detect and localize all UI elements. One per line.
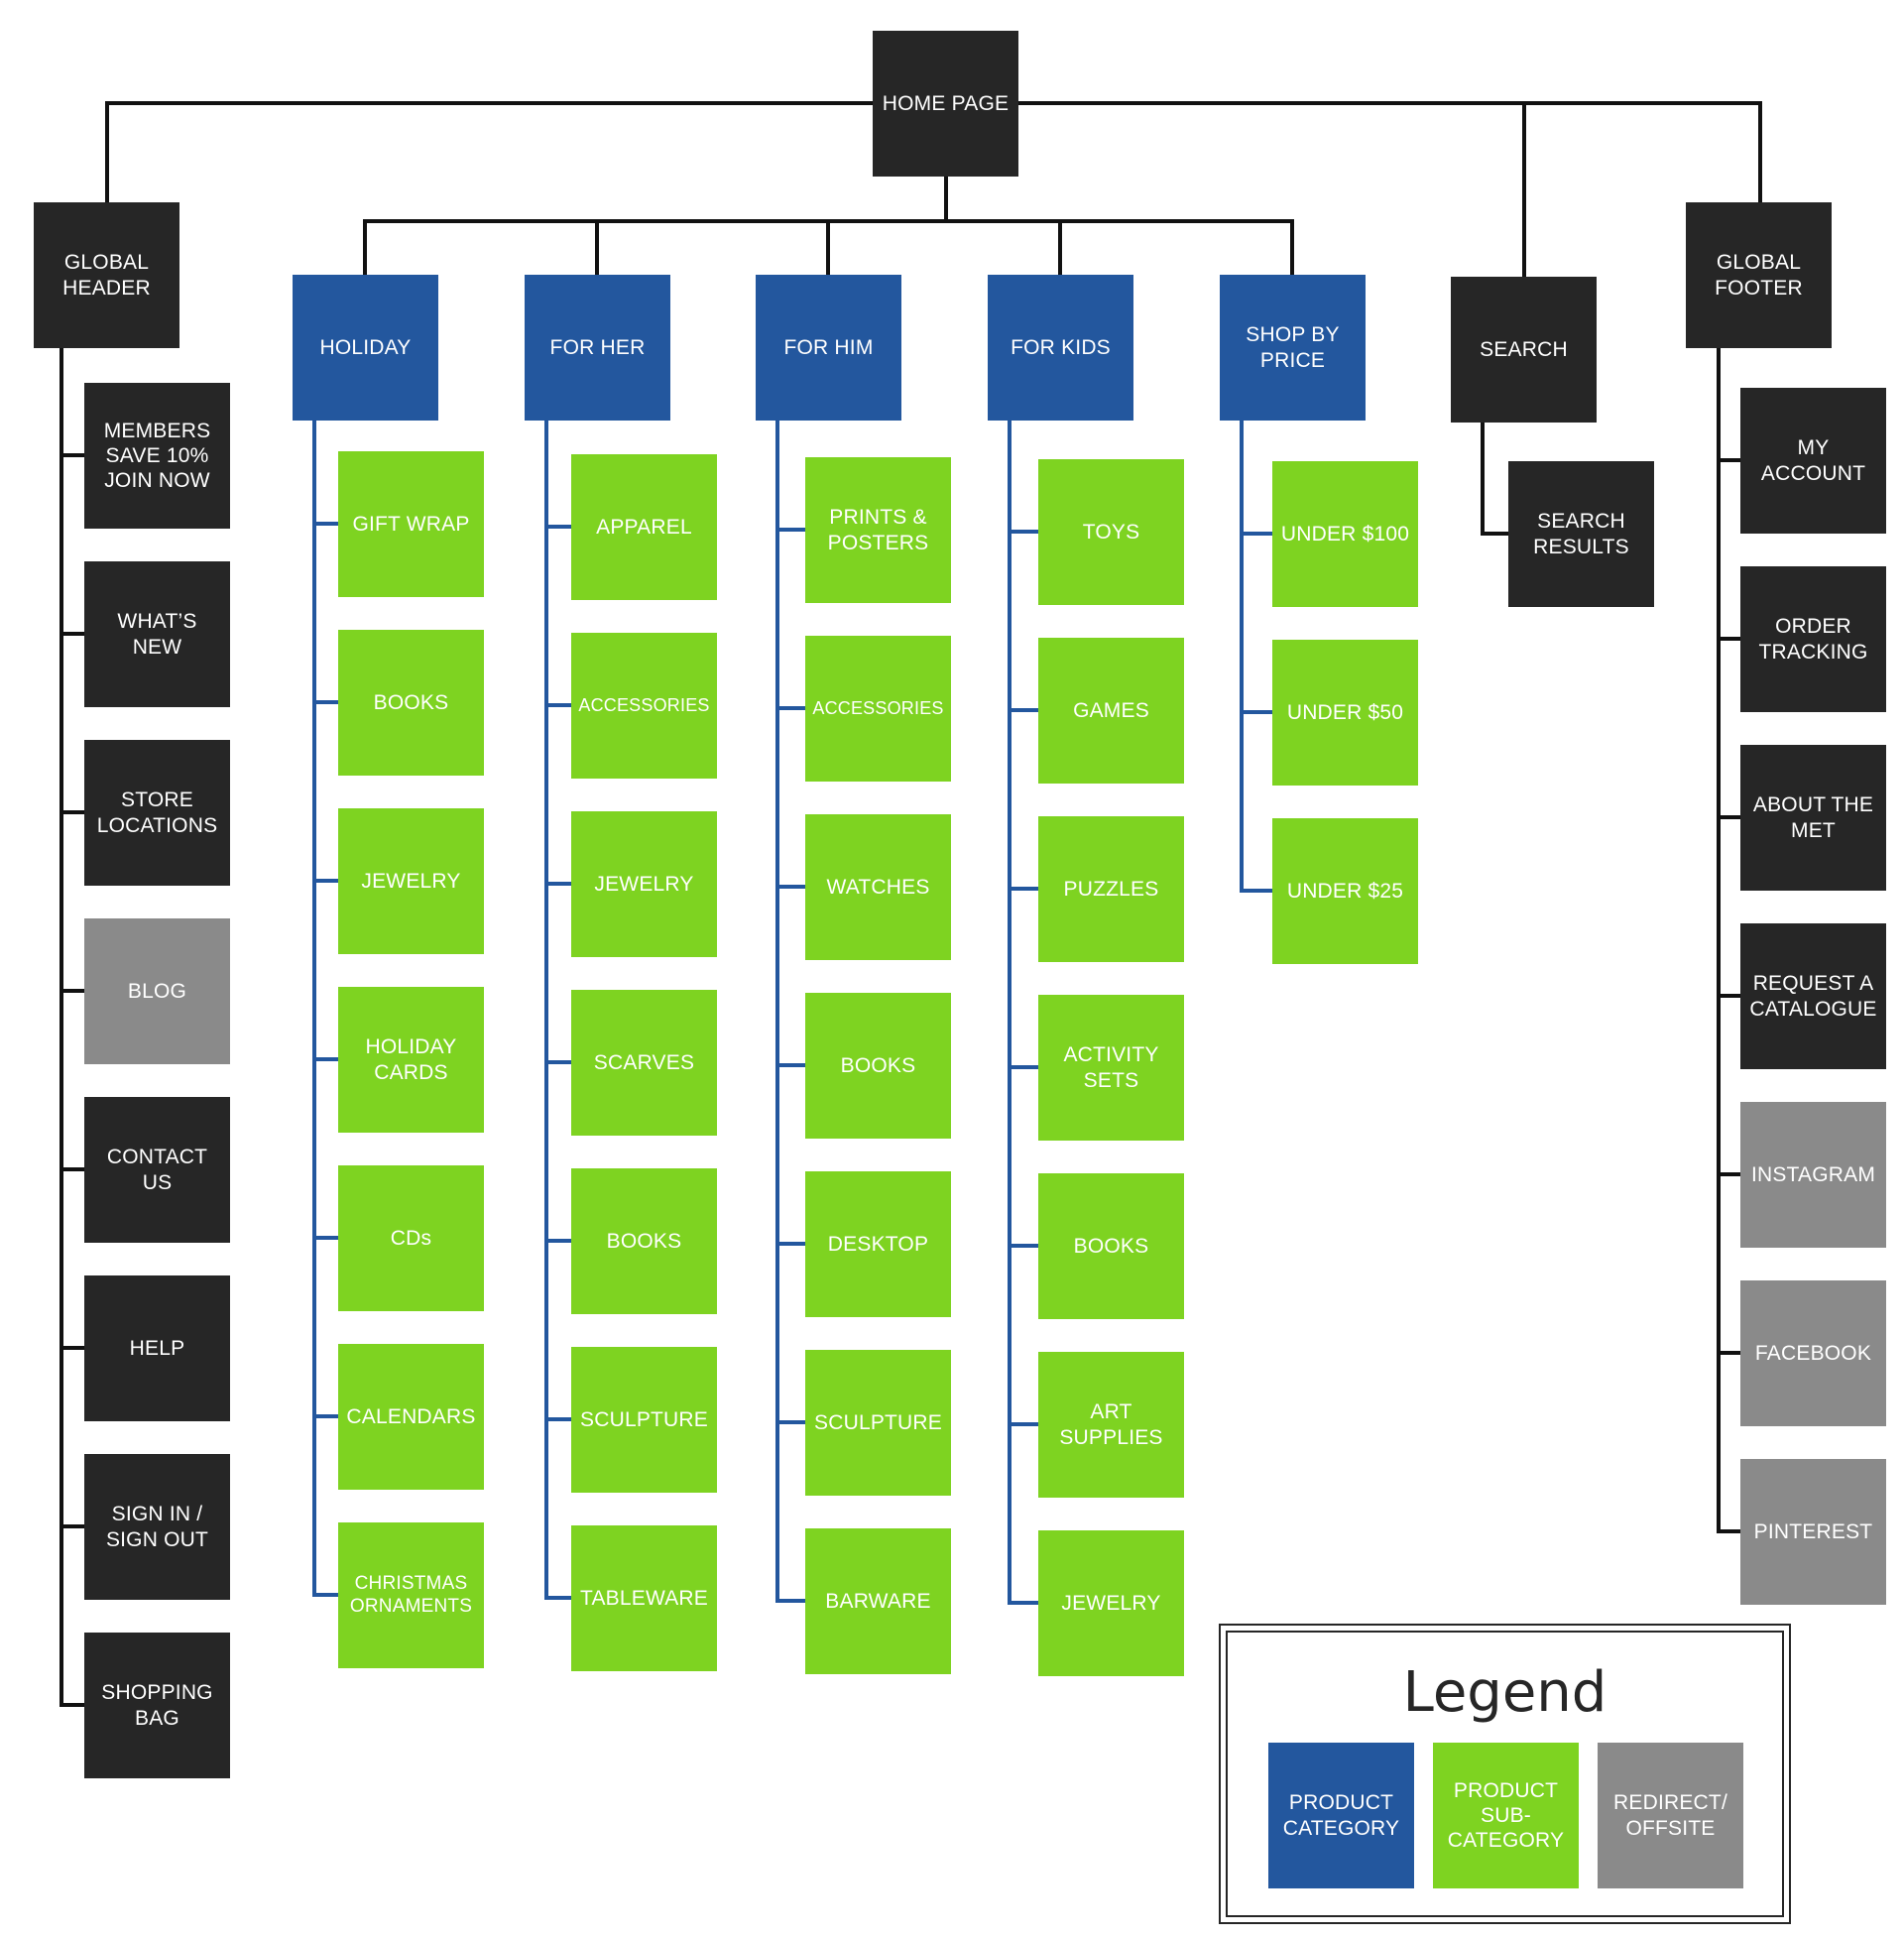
category-for-her: FOR HER xyxy=(525,275,670,421)
legend-redirect-offsite: REDIRECT/ OFFSITE xyxy=(1598,1743,1743,1888)
search-results-node: SEARCH RESULTS xyxy=(1508,461,1654,607)
subcategory-holiday-gift-wrap: GIFT WRAP xyxy=(338,451,484,597)
header-item-shopping-bag: SHOPPING BAG xyxy=(84,1633,230,1778)
subcategory-holiday-jewelry: JEWELRY xyxy=(338,808,484,954)
category-holiday: HOLIDAY xyxy=(293,275,438,421)
subcategory-for-her-jewelry: JEWELRY xyxy=(571,811,717,957)
subcategory-for-kids-puzzles: PUZZLES xyxy=(1038,816,1184,962)
subcategory-holiday-holiday-cards: HOLIDAY CARDS xyxy=(338,987,484,1133)
subcategory-for-her-scarves: SCARVES xyxy=(571,990,717,1136)
global-footer-node: GLOBAL FOOTER xyxy=(1686,202,1832,348)
subcategory-for-him-books: BOOKS xyxy=(805,993,951,1139)
subcategory-for-him-watches: WATCHES xyxy=(805,814,951,960)
subcategory-for-her-sculpture: SCULPTURE xyxy=(571,1347,717,1493)
subcategory-for-kids-activity-sets: ACTIVITY SETS xyxy=(1038,995,1184,1141)
subcategory-holiday-cds: CDs xyxy=(338,1165,484,1311)
subcategory-for-kids-books: BOOKS xyxy=(1038,1173,1184,1319)
legend-frame: Legend xyxy=(1226,1631,1784,1917)
header-item-store-locations: STORE LOCATIONS xyxy=(84,740,230,886)
category-shop-by-price: SHOP BY PRICE xyxy=(1220,275,1366,421)
subcategory-for-kids-jewelry: JEWELRY xyxy=(1038,1530,1184,1676)
header-item-what-s-new: WHAT’S NEW xyxy=(84,561,230,707)
subcategory-for-her-tableware: TABLEWARE xyxy=(571,1525,717,1671)
footer-item-about-the-met: ABOUT THE MET xyxy=(1740,745,1886,891)
subcategory-for-her-apparel: APPAREL xyxy=(571,454,717,600)
subcategory-for-him-prints-posters: PRINTS & POSTERS xyxy=(805,457,951,603)
header-item-members-save-10-join-now: MEMBERS SAVE 10% JOIN NOW xyxy=(84,383,230,529)
subcategory-for-her-books: BOOKS xyxy=(571,1168,717,1314)
home-page-node: HOME PAGE xyxy=(873,31,1018,177)
subcategory-holiday-books: BOOKS xyxy=(338,630,484,776)
subcategory-for-him-accessories: ACCESSORIES xyxy=(805,636,951,782)
header-item-contact-us: CONTACT US xyxy=(84,1097,230,1243)
legend-product-category: PRODUCT CATEGORY xyxy=(1268,1743,1414,1888)
footer-item-request-a-catalogue: REQUEST A CATALOGUE xyxy=(1740,923,1886,1069)
global-header-node: GLOBAL HEADER xyxy=(34,202,179,348)
subcategory-for-her-accessories: ACCESSORIES xyxy=(571,633,717,779)
footer-item-instagram: INSTAGRAM xyxy=(1740,1102,1886,1248)
subcategory-for-kids-toys: TOYS xyxy=(1038,459,1184,605)
footer-item-order-tracking: ORDER TRACKING xyxy=(1740,566,1886,712)
subcategory-for-kids-games: GAMES xyxy=(1038,638,1184,784)
footer-item-pinterest: PINTEREST xyxy=(1740,1459,1886,1605)
subcategory-shop-by-price-under-50: UNDER $50 xyxy=(1272,640,1418,786)
subcategory-shop-by-price-under-25: UNDER $25 xyxy=(1272,818,1418,964)
search-node: SEARCH xyxy=(1451,277,1597,423)
category-for-kids: FOR KIDS xyxy=(988,275,1133,421)
subcategory-for-kids-art-supplies: ART SUPPLIES xyxy=(1038,1352,1184,1498)
header-item-sign-in-sign-out: SIGN IN / SIGN OUT xyxy=(84,1454,230,1600)
subcategory-for-him-barware: BARWARE xyxy=(805,1528,951,1674)
legend-title: Legend xyxy=(1402,1660,1607,1725)
legend-product-subcategory: PRODUCT SUB- CATEGORY xyxy=(1433,1743,1579,1888)
subcategory-holiday-calendars: CALENDARS xyxy=(338,1344,484,1490)
subcategory-holiday-christmas-ornaments: CHRISTMAS ORNAMENTS xyxy=(338,1522,484,1668)
legend: Legend PRODUCT CATEGORY PRODUCT SUB- CAT… xyxy=(1219,1624,1791,1924)
subcategory-for-him-sculpture: SCULPTURE xyxy=(805,1350,951,1496)
subcategory-shop-by-price-under-100: UNDER $100 xyxy=(1272,461,1418,607)
category-for-him: FOR HIM xyxy=(756,275,901,421)
subcategory-for-him-desktop: DESKTOP xyxy=(805,1171,951,1317)
footer-item-facebook: FACEBOOK xyxy=(1740,1280,1886,1426)
header-item-help: HELP xyxy=(84,1275,230,1421)
header-item-blog: BLOG xyxy=(84,918,230,1064)
footer-item-my-account: MY ACCOUNT xyxy=(1740,388,1886,534)
